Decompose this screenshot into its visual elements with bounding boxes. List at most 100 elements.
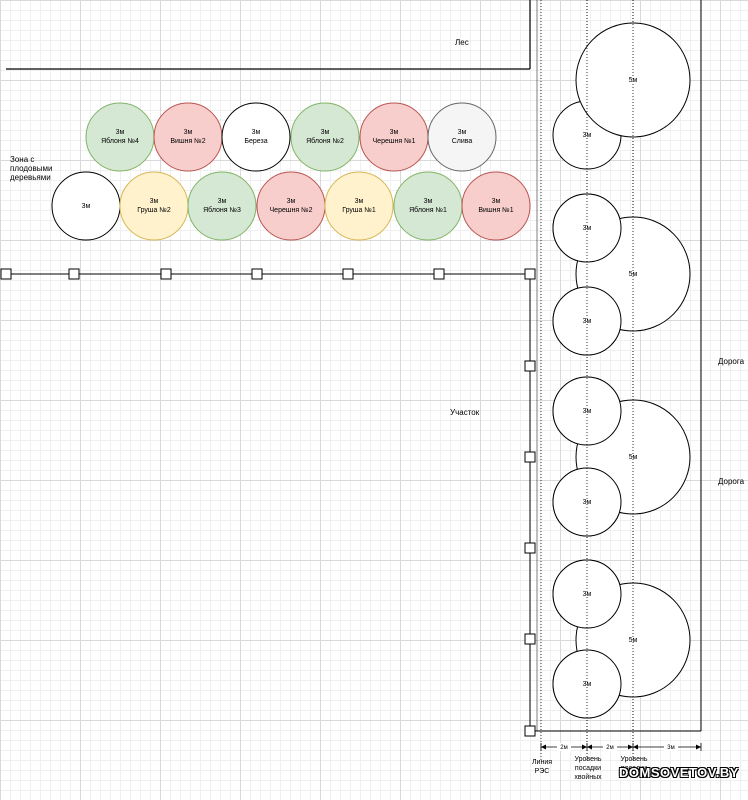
conifer-size-label: 5м — [629, 454, 638, 461]
conifer-level-1-label-line-2: посадки — [575, 765, 601, 772]
tree-size: 3м — [184, 129, 193, 136]
tree-size: 3м — [218, 198, 227, 205]
watermark: DOMSOVETOV.BY — [619, 765, 739, 780]
conifer-level-2-label-line-1: Уровень — [621, 756, 648, 763]
tree-name: Груша №1 — [342, 207, 376, 214]
tree-crown — [119, 171, 189, 241]
conifer-size-label: 3м — [583, 681, 592, 688]
fruit-tree: 3м Груша №1 — [324, 171, 394, 241]
tree-name: Яблоня №4 — [101, 137, 139, 145]
dimension-arrow — [587, 744, 592, 750]
tree-crown — [393, 171, 463, 241]
tree-crown — [359, 102, 429, 172]
tree-crown — [221, 102, 291, 172]
plot-label: Участок — [450, 408, 480, 417]
fruit-tree: 3м Черешня №2 — [256, 171, 326, 241]
fruit-tree: 3м Яблоня №2 — [290, 102, 360, 172]
tree-crown — [85, 102, 155, 172]
dimension-arrow — [628, 744, 633, 750]
dimension-arrow — [633, 744, 638, 750]
tree-name: Яблоня №3 — [203, 206, 241, 214]
tree-size: 3м — [321, 129, 330, 136]
fruit-tree: 3м Черешня №1 — [359, 102, 429, 172]
tree-name: Вишня №1 — [478, 207, 513, 214]
conifer-large-crown — [575, 22, 691, 138]
conifer-size-label: 3м — [583, 225, 592, 232]
fence-post — [524, 542, 536, 554]
tree-size: 3м — [492, 198, 501, 205]
conifer-size-label: 3м — [583, 318, 592, 325]
tree-crown — [256, 171, 326, 241]
fence-post — [251, 268, 263, 280]
dimension-arrow — [541, 744, 546, 750]
dimension-label: 2м — [560, 745, 567, 751]
conifer-size-label: 3м — [583, 499, 592, 506]
power-line-label-line-2: РЭС — [535, 768, 550, 775]
tree-crown — [427, 102, 497, 172]
conifer-level-1-label-line-3: хвойных — [574, 773, 602, 781]
fence-post — [0, 268, 12, 280]
fruit-tree: 3м Яблоня №4 — [85, 102, 155, 172]
tree-size: 3м — [116, 129, 125, 136]
tree-size: 3м — [458, 129, 467, 136]
conifer-size-label: 5м — [629, 77, 638, 84]
tree-name: Черешня №2 — [270, 207, 313, 214]
tree-size: 3м — [424, 198, 433, 205]
fruit-tree: 3м — [51, 171, 121, 241]
fence-post — [160, 268, 172, 280]
tree-size: 3м — [287, 198, 296, 205]
fence-post — [68, 268, 80, 280]
fence-post — [342, 268, 354, 280]
tree-size: 3м — [355, 198, 364, 205]
fruit-tree: 3м Вишня №1 — [461, 171, 531, 241]
fence-post — [524, 268, 536, 280]
conifer-level-1-label-line-1: Уровень — [575, 756, 602, 763]
tree-crown — [153, 102, 223, 172]
fruit-tree: 3м Береза — [221, 102, 291, 172]
tree-name: Яблоня №2 — [306, 137, 344, 145]
road-label-2: Дорога — [718, 477, 745, 486]
tree-name: Груша №2 — [137, 207, 171, 214]
conifer-size-label: 3м — [583, 408, 592, 415]
dimension-arrows — [541, 744, 701, 750]
fence-post — [524, 360, 536, 372]
tree-crown — [324, 171, 394, 241]
fruit-tree: 3м Вишня №2 — [153, 102, 223, 172]
fence-post — [524, 451, 536, 463]
road-label-1: Дорога — [718, 357, 745, 366]
fence-posts — [0, 268, 536, 737]
tree-size: 3м — [150, 198, 159, 205]
fruit-tree: 3м Яблоня №3 — [187, 171, 257, 241]
tree-crown — [461, 171, 531, 241]
conifer-labels: 3м 3м 3м 3м 3м 3м 3м 5м 5м 5м 5м — [583, 77, 638, 688]
dimension-label: 2м — [606, 745, 613, 751]
tree-size: 3м — [390, 129, 399, 136]
conifer-size-label: 5м — [629, 637, 638, 644]
tree-crown — [187, 171, 257, 241]
fence-post — [524, 633, 536, 645]
fence-post — [524, 725, 536, 737]
forest-label: Лес — [455, 38, 469, 47]
fence-post — [433, 268, 445, 280]
tree-name: Вишня №2 — [170, 138, 205, 145]
conifer-size-label: 3м — [583, 591, 592, 598]
tree-name: Черешня №1 — [373, 138, 416, 145]
dimension-label-bg — [557, 743, 571, 751]
dimension-label-bg — [664, 743, 678, 751]
fruit-zone-label-line-1: Зона с — [10, 155, 34, 164]
tree-name: Береза — [244, 138, 267, 145]
fruit-tree: 3м Груша №2 — [119, 171, 189, 241]
fruit-trees-row-2: 3м 3м Груша №2 3м Яблоня №3 3м Черешня №… — [51, 171, 531, 241]
conifer-level-2-label-line-2: посадки — [621, 765, 647, 772]
tree-name: Слива — [452, 138, 473, 145]
fruit-trees-row-1: 3м Яблоня №4 3м Вишня №2 3м Береза 3м Яб… — [85, 102, 497, 172]
conifer-size-label: 3м — [583, 132, 592, 139]
fruit-zone-label-line-3: деревьями — [10, 173, 51, 182]
dimension-arrow — [582, 744, 587, 750]
power-line-label-line-1: Линия — [532, 759, 552, 766]
conifer-size-label: 5м — [629, 271, 638, 278]
fruit-tree: 3м Яблоня №1 — [393, 171, 463, 241]
dimension-arrow — [696, 744, 701, 750]
tree-size: 3м — [82, 203, 91, 210]
